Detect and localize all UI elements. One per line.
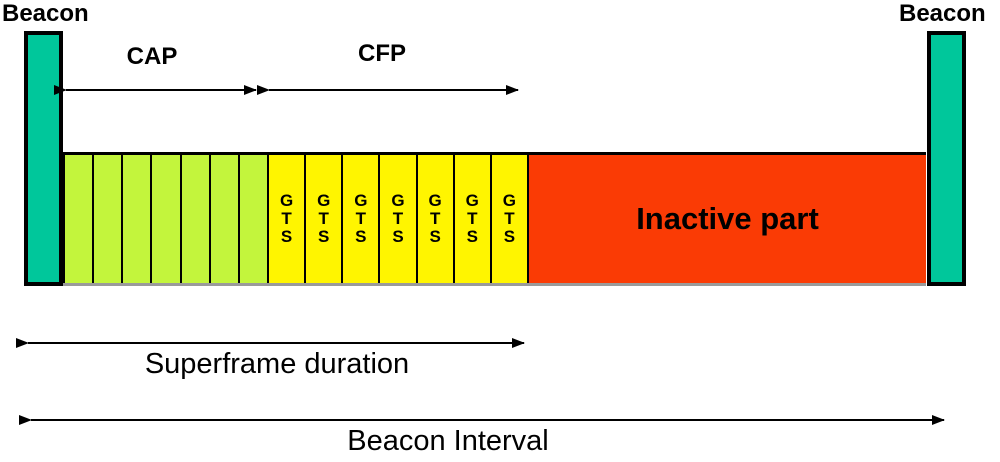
- cap-slot: [150, 155, 180, 283]
- cfp-region: G T S G T S G T S G T S G T S G T S G T …: [267, 155, 527, 283]
- gts-slot: G T S: [267, 155, 305, 283]
- cap-slot: [63, 155, 93, 283]
- gts-slot-label: G T S: [279, 191, 294, 246]
- cap-label: CAP: [126, 43, 178, 70]
- inactive-part-label: Inactive part: [636, 201, 819, 236]
- gts-slot: G T S: [378, 155, 416, 283]
- gts-slot-label: G T S: [317, 191, 331, 246]
- gts-slot: G T S: [415, 155, 453, 283]
- cap-region: [63, 155, 267, 283]
- gts-slot-label: G T S: [391, 191, 405, 246]
- superframe-duration-label: Superframe duration: [144, 348, 410, 380]
- beacon-bar-left: [24, 31, 63, 286]
- gts-slot-label: G T S: [354, 191, 368, 246]
- gts-slot-label: G T S: [428, 191, 442, 246]
- gts-slot-label: G T S: [502, 191, 517, 246]
- beacon-label-right: Beacon: [899, 0, 986, 27]
- cap-slot: [92, 155, 122, 283]
- cap-slot: [121, 155, 151, 283]
- cap-slot: [237, 155, 267, 283]
- beacon-interval-label: Beacon Interval: [347, 425, 549, 457]
- inactive-part-region: Inactive part: [527, 155, 926, 283]
- gts-slot: G T S: [341, 155, 379, 283]
- cap-slot: [208, 155, 238, 283]
- gts-slot: G T S: [452, 155, 490, 283]
- cfp-label: CFP: [358, 40, 406, 67]
- superframe-band: G T S G T S G T S G T S G T S G T S G T …: [63, 152, 926, 286]
- gts-slot-label: G T S: [465, 191, 479, 246]
- gts-slot: G T S: [489, 155, 527, 283]
- gts-slot: G T S: [304, 155, 342, 283]
- beacon-label-left: Beacon: [2, 0, 89, 27]
- beacon-bar-right: [927, 31, 966, 286]
- cap-slot: [179, 155, 209, 283]
